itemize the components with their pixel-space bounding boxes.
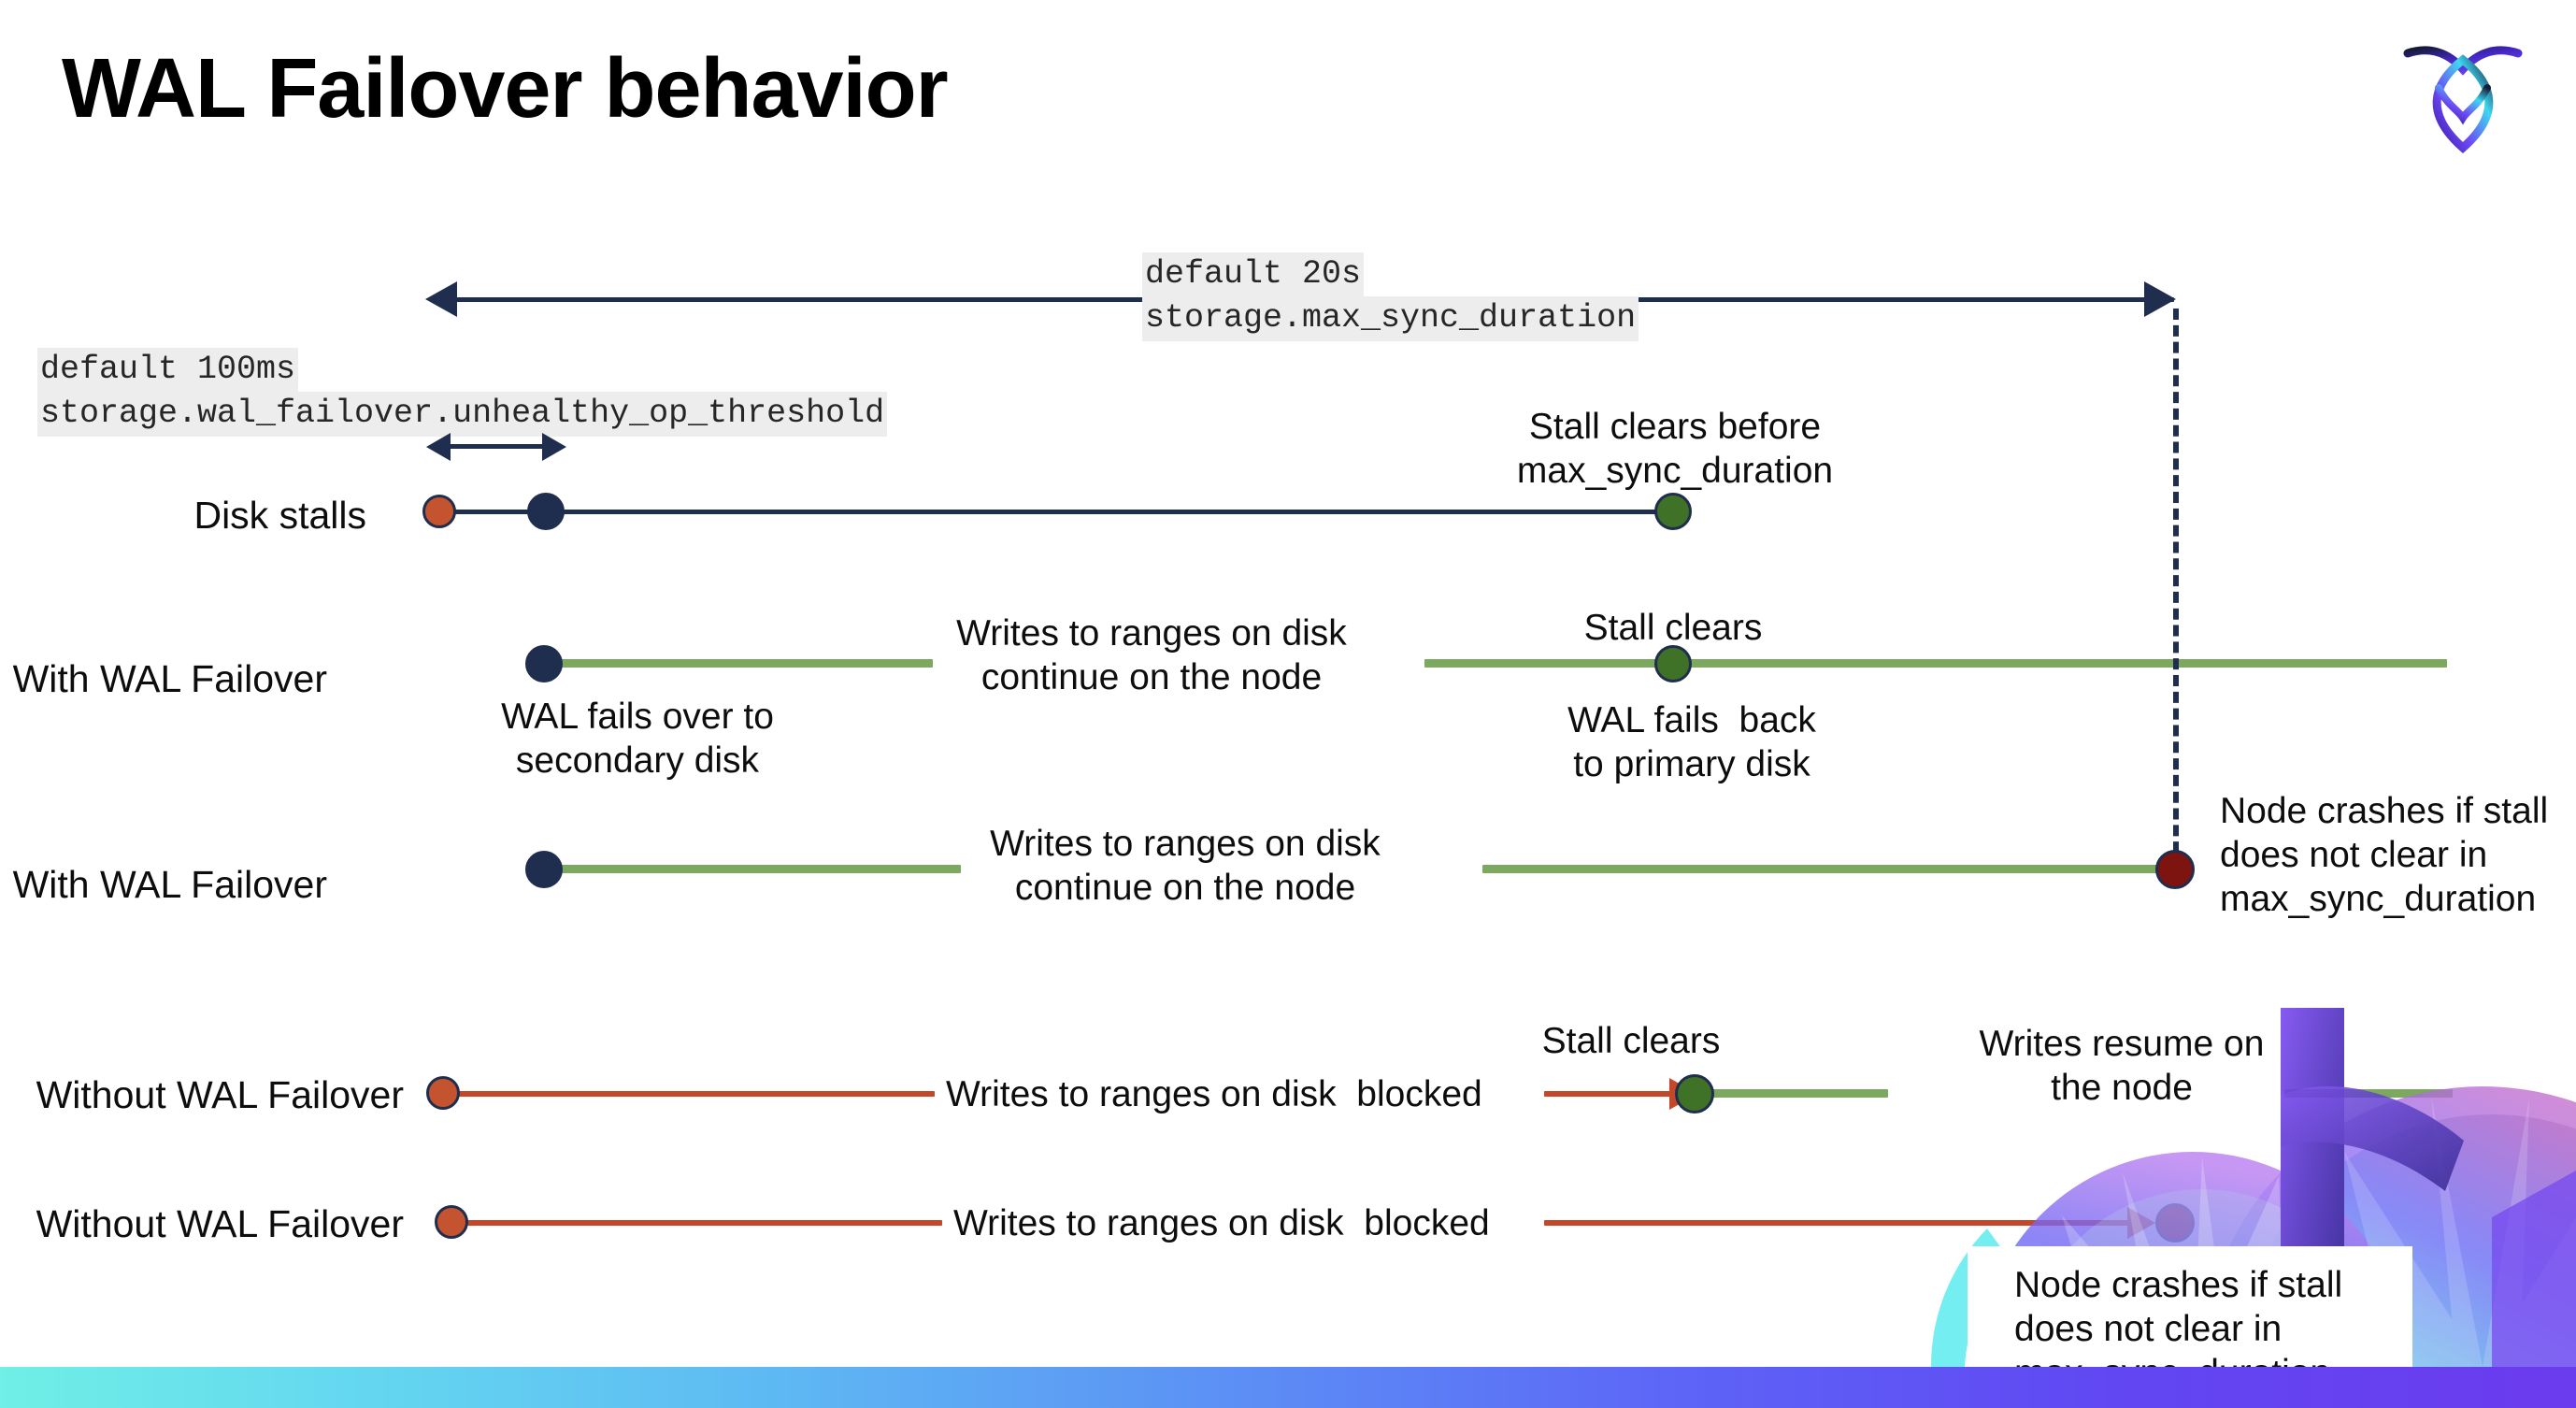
- bottom-gradient-bar: [0, 1367, 2576, 1408]
- note-writes-continue-1: Writes to ranges on disk continue on the…: [956, 613, 1347, 697]
- row-label-with-failover-1: With WAL Failover: [12, 657, 327, 700]
- note-stall-clears-2: Stall clears: [1541, 1021, 1721, 1061]
- disk-stalls-timeline: [439, 510, 1673, 514]
- without-failover-1-blocked-segment-a: [444, 1091, 935, 1097]
- without-failover-1-start-dot: [426, 1076, 460, 1110]
- with-failover-1-segment-b: [1424, 659, 2447, 668]
- without-failover-2-crash-dot: [2155, 1203, 2195, 1243]
- note-writes-blocked-2: Writes to ranges on disk blocked: [953, 1203, 1490, 1243]
- without-failover-2-start-dot: [435, 1205, 468, 1239]
- note-wal-fails-over: WAL fails over to secondary disk: [501, 697, 774, 781]
- disk-stall-clears-dot: [1654, 493, 1692, 530]
- threshold-arrow-line: [449, 444, 546, 449]
- code-label-unhealthy-op: default 100ms storage.wal_failover.unhea…: [37, 348, 888, 437]
- note-stall-clears-before: Stall clears before max_sync_duration: [1516, 407, 1834, 491]
- max-sync-setting-name: storage.max_sync_duration: [1142, 296, 1639, 341]
- with-failover-1-segment-a: [550, 659, 933, 668]
- max-sync-deadline-dashed-line: [2173, 309, 2179, 869]
- unhealthy-setting-name: storage.wal_failover.unhealthy_op_thresh…: [37, 392, 888, 437]
- cockroachdb-logo: [2389, 28, 2539, 168]
- threshold-arrow-left-head: [426, 433, 451, 461]
- note-stall-clears-1: Stall clears: [1583, 608, 1763, 648]
- with-failover-1-clears-dot: [1654, 645, 1692, 682]
- without-failover-1-blocked-segment-b: [1544, 1091, 1694, 1097]
- without-failover-1-clears-dot: [1675, 1074, 1714, 1113]
- row-label-without-failover-2: Without WAL Failover: [36, 1202, 404, 1245]
- with-failover-2-segment-b: [1482, 865, 2174, 873]
- without-failover-2-arrow-head: [2127, 1207, 2155, 1239]
- note-writes-blocked-1: Writes to ranges on disk blocked: [946, 1074, 1482, 1114]
- disk-stall-threshold-dot: [527, 493, 565, 530]
- code-label-max-sync: default 20s storage.max_sync_duration: [1142, 252, 1639, 341]
- row-label-without-failover-1: Without WAL Failover: [36, 1073, 404, 1116]
- note-writes-continue-2: Writes to ranges on disk continue on the…: [990, 824, 1381, 908]
- max-sync-arrow-right-head: [2144, 281, 2176, 317]
- page-title: WAL Failover behavior: [62, 42, 949, 136]
- with-failover-2-failover-dot: [525, 851, 563, 888]
- without-failover-2-blocked-segment-a: [456, 1220, 942, 1226]
- max-sync-arrow-left-head: [425, 281, 457, 317]
- with-failover-2-crash-dot: [2155, 850, 2195, 889]
- row-label-disk-stalls: Disk stalls: [193, 494, 366, 537]
- note-wal-fails-back: WAL fails back to primary disk: [1567, 700, 1816, 784]
- note-node-crashes-1: Node crashes if stall does not clear in …: [2220, 791, 2549, 919]
- without-failover-2-blocked-segment-b: [1544, 1220, 2152, 1226]
- without-failover-1-resume-segment-a: [1710, 1089, 1888, 1098]
- with-failover-1-failover-dot: [525, 645, 563, 682]
- unhealthy-default-text: default 100ms: [37, 348, 299, 393]
- disk-stall-start-dot: [422, 495, 456, 528]
- note-writes-resume: Writes resume on the node: [1979, 1024, 2265, 1108]
- max-sync-default-text: default 20s: [1142, 252, 1365, 297]
- row-label-with-failover-2: With WAL Failover: [12, 863, 327, 906]
- with-failover-2-segment-a: [550, 865, 961, 873]
- threshold-arrow-right-head: [542, 433, 566, 461]
